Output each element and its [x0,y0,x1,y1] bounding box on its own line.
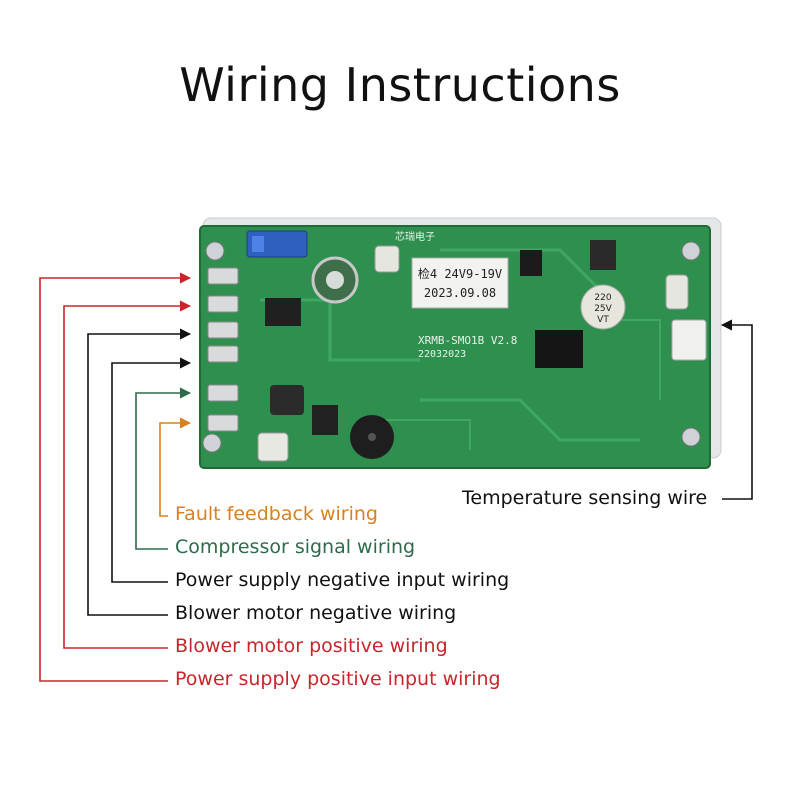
cap-label-2: 25V [594,304,612,314]
label-fault-feedback: Fault feedback wiring [175,503,378,525]
label-blower-negative: Blower motor negative wiring [175,602,457,624]
label-blower-positive: Blower motor positive wiring [175,635,448,657]
label-temperature-sensing: Temperature sensing wire [462,487,708,509]
board-label-line1: 检4 24V9-19V [418,266,502,281]
line-power-positive [39,272,192,682]
line-fault [159,417,192,517]
cap-label-3: VT [597,315,609,325]
capacitor-220 [580,284,626,330]
line-blower-negative [87,328,192,616]
line-temperature [720,319,753,500]
cap-label-1: 220 [594,293,611,303]
board-model: XRMB-SMO1B V2.8 [418,334,517,347]
board-label-line2: 2023.09.08 [424,286,496,300]
line-compressor [135,387,192,550]
mosfet [265,298,301,326]
terminal-block [207,267,239,432]
screw [202,241,701,453]
inductor [270,385,304,415]
page-title: Wiring Instructions [179,58,621,112]
label-power-negative: Power supply negative input wiring [175,569,510,591]
label-power-positive: Power supply positive input wiring [175,668,501,690]
label-compressor-signal: Compressor signal wiring [175,536,416,558]
capacitor-small [374,245,400,273]
date-sticker [411,257,509,309]
board-code: 22032023 [418,349,466,360]
board-brand: 芯瑞电子 [395,230,435,243]
pcb-board: 检4 24V9-19V 2023.09.08 芯瑞电子 220 25V VT X… [199,225,711,469]
regulator [590,240,616,270]
capacitor-right [665,274,689,310]
line-blower-positive [63,300,192,649]
ic-chip [520,250,542,276]
main-ic [535,330,583,368]
line-power-negative [111,357,192,583]
transistor [312,405,338,435]
capacitor-small-2 [257,432,289,462]
sensor-connector [671,319,707,361]
